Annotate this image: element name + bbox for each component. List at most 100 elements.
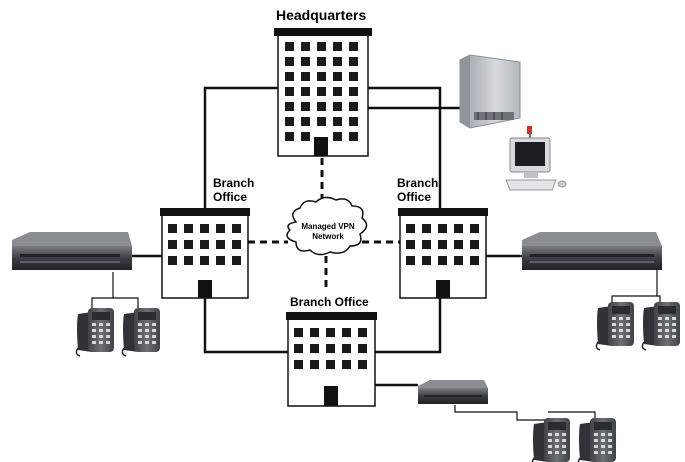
link-left-to-bottom-branch	[203, 298, 288, 354]
vpn-cloud-line2: Network	[312, 232, 344, 241]
branch-right-line1: Branch	[397, 176, 439, 190]
window	[216, 256, 225, 265]
window	[349, 102, 358, 111]
window	[454, 240, 463, 249]
window	[168, 240, 177, 249]
window	[438, 256, 447, 265]
window	[438, 240, 447, 249]
link-hq-to-left-branch	[203, 86, 278, 210]
window	[326, 328, 335, 337]
window	[326, 360, 335, 369]
window	[285, 87, 294, 96]
window	[285, 72, 294, 81]
window	[358, 360, 367, 369]
branch-right-line2: Office	[397, 190, 432, 204]
server-icon	[459, 54, 532, 134]
window	[342, 344, 351, 353]
branch-building-left	[160, 208, 250, 299]
window	[285, 42, 294, 51]
window	[301, 72, 310, 81]
window	[454, 224, 463, 233]
ip-phone-icon-1	[75, 307, 115, 357]
window	[317, 102, 326, 111]
ip-phone-icon-6	[577, 417, 617, 462]
window	[349, 87, 358, 96]
window	[301, 132, 310, 141]
link-right-to-bottom-branch	[375, 298, 442, 354]
window	[333, 42, 342, 51]
window	[317, 87, 326, 96]
vpn-cloud-line1: Managed VPN	[301, 222, 355, 231]
vpn-cloud-icon	[286, 196, 368, 256]
window	[349, 42, 358, 51]
window	[333, 57, 342, 66]
branch-office-right-label: Branch Office	[397, 176, 438, 204]
window	[168, 256, 177, 265]
window	[200, 256, 209, 265]
window	[470, 240, 479, 249]
window	[342, 328, 351, 337]
ip-phone-icon-4	[641, 301, 681, 351]
window	[333, 72, 342, 81]
branch-left-line2: Office	[213, 190, 248, 204]
window	[406, 240, 415, 249]
window	[358, 344, 367, 353]
vpn-cloud-label: Managed VPN Network	[288, 222, 368, 242]
window	[301, 102, 310, 111]
window	[168, 224, 177, 233]
window	[349, 72, 358, 81]
window	[232, 256, 241, 265]
ip-phone-icon-5	[531, 417, 571, 462]
window	[301, 117, 310, 126]
window	[422, 224, 431, 233]
window	[406, 224, 415, 233]
window	[358, 328, 367, 337]
window	[294, 328, 303, 337]
window	[333, 102, 342, 111]
window	[349, 132, 358, 141]
window	[216, 224, 225, 233]
window	[349, 117, 358, 126]
connection-lines	[132, 86, 522, 387]
window	[406, 256, 415, 265]
branch-left-line1: Branch	[213, 176, 255, 190]
window	[422, 240, 431, 249]
window	[333, 132, 342, 141]
headquarters-label: Headquarters	[276, 7, 367, 23]
window	[454, 256, 463, 265]
branch-building-right	[398, 208, 488, 299]
branch-office-bottom-label: Branch Office	[290, 295, 369, 309]
window	[200, 224, 209, 233]
branch-building-bottom	[286, 312, 377, 407]
window	[349, 57, 358, 66]
router-left-icon	[12, 232, 132, 270]
window	[470, 256, 479, 265]
window	[317, 57, 326, 66]
window	[438, 224, 447, 233]
ip-phone-icon-3	[595, 301, 635, 351]
window	[301, 42, 310, 51]
window	[184, 256, 193, 265]
window	[333, 117, 342, 126]
window	[200, 240, 209, 249]
window	[232, 224, 241, 233]
window	[216, 240, 225, 249]
window	[310, 344, 319, 353]
router-right-icon	[522, 232, 662, 270]
window	[422, 256, 431, 265]
window	[294, 360, 303, 369]
window	[301, 57, 310, 66]
window	[333, 87, 342, 96]
window	[301, 87, 310, 96]
window	[326, 344, 335, 353]
branch-office-left-label: Branch Office	[213, 176, 254, 204]
window	[184, 224, 193, 233]
window	[342, 360, 351, 369]
window	[317, 117, 326, 126]
window	[232, 240, 241, 249]
computer-monitor-icon	[505, 137, 567, 191]
link-hq-to-right-branch	[368, 86, 442, 210]
window	[294, 344, 303, 353]
